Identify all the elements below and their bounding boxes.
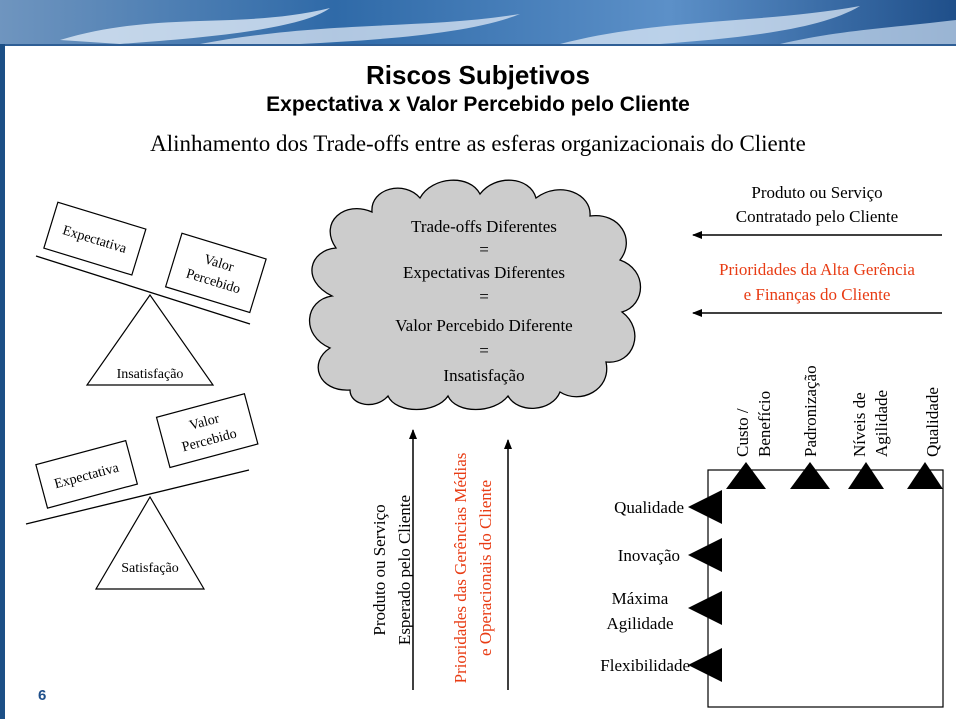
cloud-line-2: = — [479, 240, 489, 259]
slide-subtitle: Expectativa x Valor Percebido pelo Clien… — [266, 93, 690, 116]
expectation-box: Expectativa — [35, 439, 139, 509]
perceived-value-box: Valor Percebido — [164, 232, 267, 314]
top-label-standardization: Padronização — [801, 365, 820, 457]
scale-beam — [25, 469, 250, 525]
top-label-quality: Qualidade — [923, 387, 942, 457]
management-label-1: Prioridades da Alta Gerência — [719, 260, 915, 279]
expected-arrow-group: Produto ou Serviço Esperado pelo Cliente — [370, 429, 417, 690]
fulcrum-triangle — [94, 495, 206, 590]
left-label-agility-2: Agilidade — [606, 614, 673, 633]
result-label: Insatisfação — [117, 367, 184, 382]
slide-title: Riscos Subjetivos — [366, 60, 590, 90]
left-triangle-agility — [688, 591, 722, 625]
left-triangle-flexibility — [688, 648, 722, 682]
perceived-value-box: Valor Percebido — [155, 393, 259, 469]
cloud-line-7: Insatisfação — [443, 366, 524, 385]
top-label-agility-1: Níveis de — [850, 392, 869, 457]
scale-beam — [35, 255, 251, 325]
cloud-line-6: = — [479, 341, 489, 360]
cloud-line-1: Trade-offs Diferentes — [411, 217, 557, 236]
expected-label-1: Produto ou Serviço — [370, 504, 389, 635]
cloud-shape: Trade-offs Diferentes = Expectativas Dif… — [308, 179, 642, 411]
top-triangle-quality — [907, 462, 943, 489]
header-banner — [0, 0, 956, 44]
left-label-flexibility: Flexibilidade — [600, 656, 690, 675]
top-triangle-standardization — [790, 462, 830, 489]
expected-label-2: Esperado pelo Cliente — [395, 495, 414, 645]
tradeoff-frame — [707, 469, 944, 708]
left-label-innovation: Inovação — [618, 546, 680, 565]
middle-management-label-2: e Operacionais do Cliente — [476, 480, 495, 656]
cloud-line-4: = — [479, 287, 489, 306]
cloud-line-3: Expectativas Diferentes — [403, 263, 565, 282]
management-label-2: e Finanças do Cliente — [744, 285, 891, 304]
expectation-box: Expectativa — [43, 201, 147, 276]
frame-top-line — [5, 44, 956, 46]
management-arrow-group: Prioridades da Alta Gerência e Finanças … — [692, 260, 942, 317]
top-triangle-cost — [726, 462, 766, 489]
contracted-arrow-group: Produto ou Serviço Contratado pelo Clien… — [692, 183, 942, 239]
scale-dissatisfaction: Expectativa Valor Percebido Insatisfação — [35, 201, 267, 386]
fulcrum-triangle — [85, 293, 215, 386]
tradeoff-box: Custo / Benefício Padronização Níveis de… — [600, 365, 944, 708]
slide-heading: Alinhamento dos Trade-offs entre as esfe… — [150, 131, 806, 156]
cloud-line-5: Valor Percebido Diferente — [395, 316, 572, 335]
left-triangle-quality — [688, 490, 722, 524]
scale-satisfaction: Expectativa Valor Percebido Satisfação — [25, 393, 259, 590]
left-label-agility-1: Máxima — [612, 589, 669, 608]
middle-management-label-1: Prioridades das Gerências Médias — [451, 453, 470, 684]
result-label: Satisfação — [121, 561, 179, 576]
top-triangle-agility — [848, 462, 884, 489]
frame-left-border — [0, 44, 5, 719]
left-triangle-innovation — [688, 538, 722, 572]
middle-management-arrow-group: Prioridades das Gerências Médias e Opera… — [451, 439, 512, 690]
top-label-cost-1: Custo / — [733, 408, 752, 457]
page-number: 6 — [38, 687, 47, 704]
top-label-cost-2: Benefício — [755, 391, 774, 457]
left-label-quality: Qualidade — [614, 498, 684, 517]
contracted-label-1: Produto ou Serviço — [751, 183, 882, 202]
top-label-agility-2: Agilidade — [872, 390, 891, 457]
contracted-label-2: Contratado pelo Cliente — [736, 207, 898, 226]
